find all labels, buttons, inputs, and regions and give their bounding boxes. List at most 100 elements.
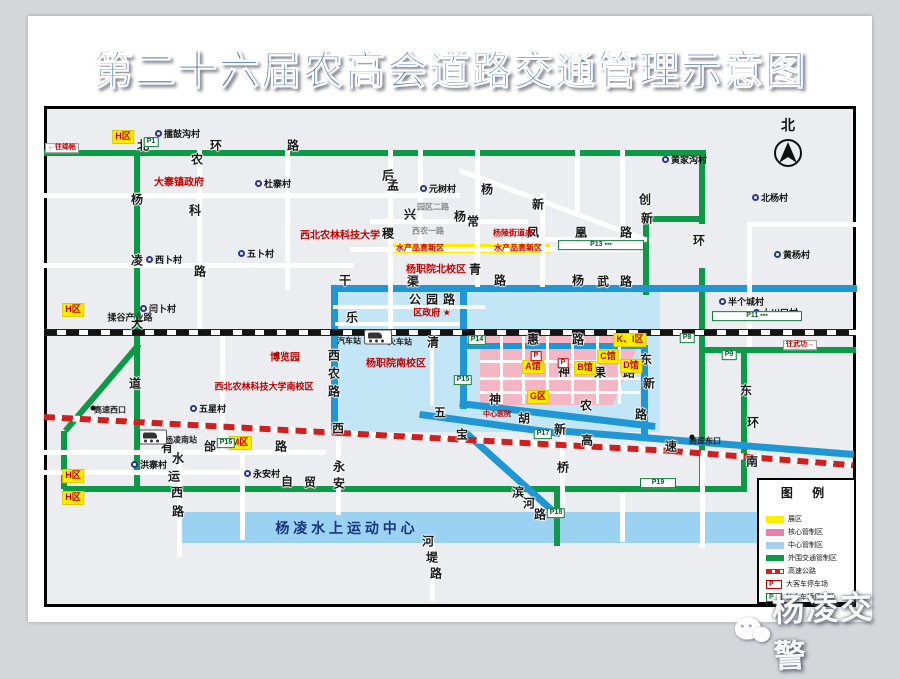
zone-badge: A馆	[522, 360, 544, 374]
map-label: 园区二路	[417, 202, 449, 212]
beihuan-road	[44, 150, 706, 156]
village-icon	[420, 185, 427, 192]
road-name-char: 清	[426, 335, 440, 350]
village-icon	[140, 305, 147, 312]
road-name-char: 河	[522, 496, 536, 511]
legend-row: 展区	[766, 514, 802, 524]
road-name-char: 园	[425, 292, 439, 307]
map-label: 高速东口	[689, 436, 721, 446]
road-name-char: 杨	[130, 192, 144, 207]
road-name-char: 路	[619, 225, 633, 240]
weihui-road	[460, 343, 646, 349]
road-name-char: 西	[170, 485, 184, 500]
south-grid-h	[44, 470, 244, 475]
map-label: 水产品高新区	[396, 243, 444, 253]
grid-v3	[575, 150, 580, 212]
parking-badge: P15	[453, 375, 473, 385]
grid-v5	[240, 445, 245, 540]
direction-sign: 往武功→	[783, 340, 817, 350]
legend-swatch-pred: P	[766, 579, 782, 589]
shuiyunxi-road	[177, 445, 182, 557]
east-ring-inner	[699, 268, 705, 490]
village-marker: 杜寨村	[255, 177, 291, 190]
yongan-road	[336, 430, 341, 515]
village-icon	[238, 250, 245, 257]
parking-badge: P8	[679, 333, 695, 343]
shenguo-road	[480, 377, 640, 380]
road-name-char: 神	[488, 392, 502, 407]
road-name-char: 凰	[574, 225, 588, 240]
road-name-char: 路	[429, 566, 443, 581]
road-name-char: 路	[619, 274, 633, 289]
road-name-char: 渠	[406, 274, 420, 289]
map-label: 博览园	[270, 352, 300, 364]
legend-label: 核心管制区	[788, 529, 823, 536]
xingyang-road	[370, 219, 528, 224]
village-name: 永安村	[253, 469, 281, 479]
road-name-char: 胡	[517, 411, 531, 426]
train-station-icon	[139, 429, 167, 445]
map-label: 大寨镇政府	[154, 177, 204, 189]
donghuan-road	[741, 347, 747, 492]
road-name-char: 乐	[345, 310, 359, 325]
map-label: 区政府 ★	[413, 307, 451, 318]
village-name: 半个城村	[728, 297, 765, 307]
village-icon	[662, 156, 669, 163]
legend-title: 图 例	[780, 486, 833, 500]
map-label: 杨职院北校区	[406, 264, 466, 276]
longhai-railway	[44, 329, 856, 336]
zone-badge: K、I区	[613, 333, 647, 347]
village-marker: 洪寨村	[131, 458, 167, 471]
watermark-text: 杨凌交警	[771, 589, 875, 675]
legend-swatch-pgreen: P	[766, 592, 782, 602]
village-name: 元树村	[429, 184, 457, 194]
wechat-icon	[734, 616, 771, 648]
village-marker: 元树村	[420, 182, 456, 195]
core-v1	[500, 336, 503, 404]
road-name-char: 稷	[381, 226, 395, 241]
legend-label: 外围交通管制区	[788, 555, 837, 562]
village-name: 五卜村	[247, 249, 275, 259]
zone-badge: B馆	[574, 361, 596, 375]
village-marker: 永安村	[244, 467, 280, 480]
map-label: 西农一路	[412, 226, 444, 236]
road-name-char: 路	[274, 439, 288, 454]
map-label: 西北农林科技大学	[300, 230, 380, 242]
road-name-char: 路	[171, 504, 185, 519]
road-name-char: 路	[634, 407, 648, 422]
legend-swatch-reddash	[766, 568, 784, 574]
map-label: 水产品高新区	[494, 243, 542, 253]
road-name-char: 农	[190, 152, 204, 167]
village-name: 五星村	[199, 404, 227, 414]
road-name-char: 新	[553, 422, 567, 437]
road-name-char: 新	[640, 211, 654, 226]
road-name-char: 安	[332, 476, 346, 491]
road-name-char: 科	[188, 203, 202, 218]
legend-swatch-lightblue	[766, 541, 784, 549]
road-name-char: 西	[327, 348, 341, 363]
road-name-char: 南	[745, 454, 759, 469]
legend-row: 外围交通管制区	[766, 553, 837, 563]
road-name-char: 路	[493, 273, 507, 288]
parking-strip: P19	[640, 478, 676, 488]
compass-icon	[774, 139, 802, 167]
gaoganqu-yangwu-road	[331, 285, 857, 292]
north-label: 北	[781, 117, 795, 133]
south-branch	[554, 491, 560, 546]
road-name-char: 果	[593, 365, 607, 380]
road-name-char: 西	[331, 421, 345, 436]
road-name-char: 路	[533, 507, 547, 522]
north-compass: 北	[770, 115, 806, 174]
village-icon	[155, 130, 162, 137]
parking-badge: P9	[721, 350, 737, 360]
village-icon	[752, 194, 759, 201]
village-marker: 北杨村	[752, 191, 788, 204]
legend-swatch-greenbar	[766, 555, 784, 561]
road-name-char: 永	[332, 459, 346, 474]
youtai-road	[44, 450, 326, 455]
village-marker: 黄家沟村	[662, 153, 707, 166]
south-green-road	[63, 486, 744, 492]
road-name-char: 宝	[455, 427, 469, 442]
